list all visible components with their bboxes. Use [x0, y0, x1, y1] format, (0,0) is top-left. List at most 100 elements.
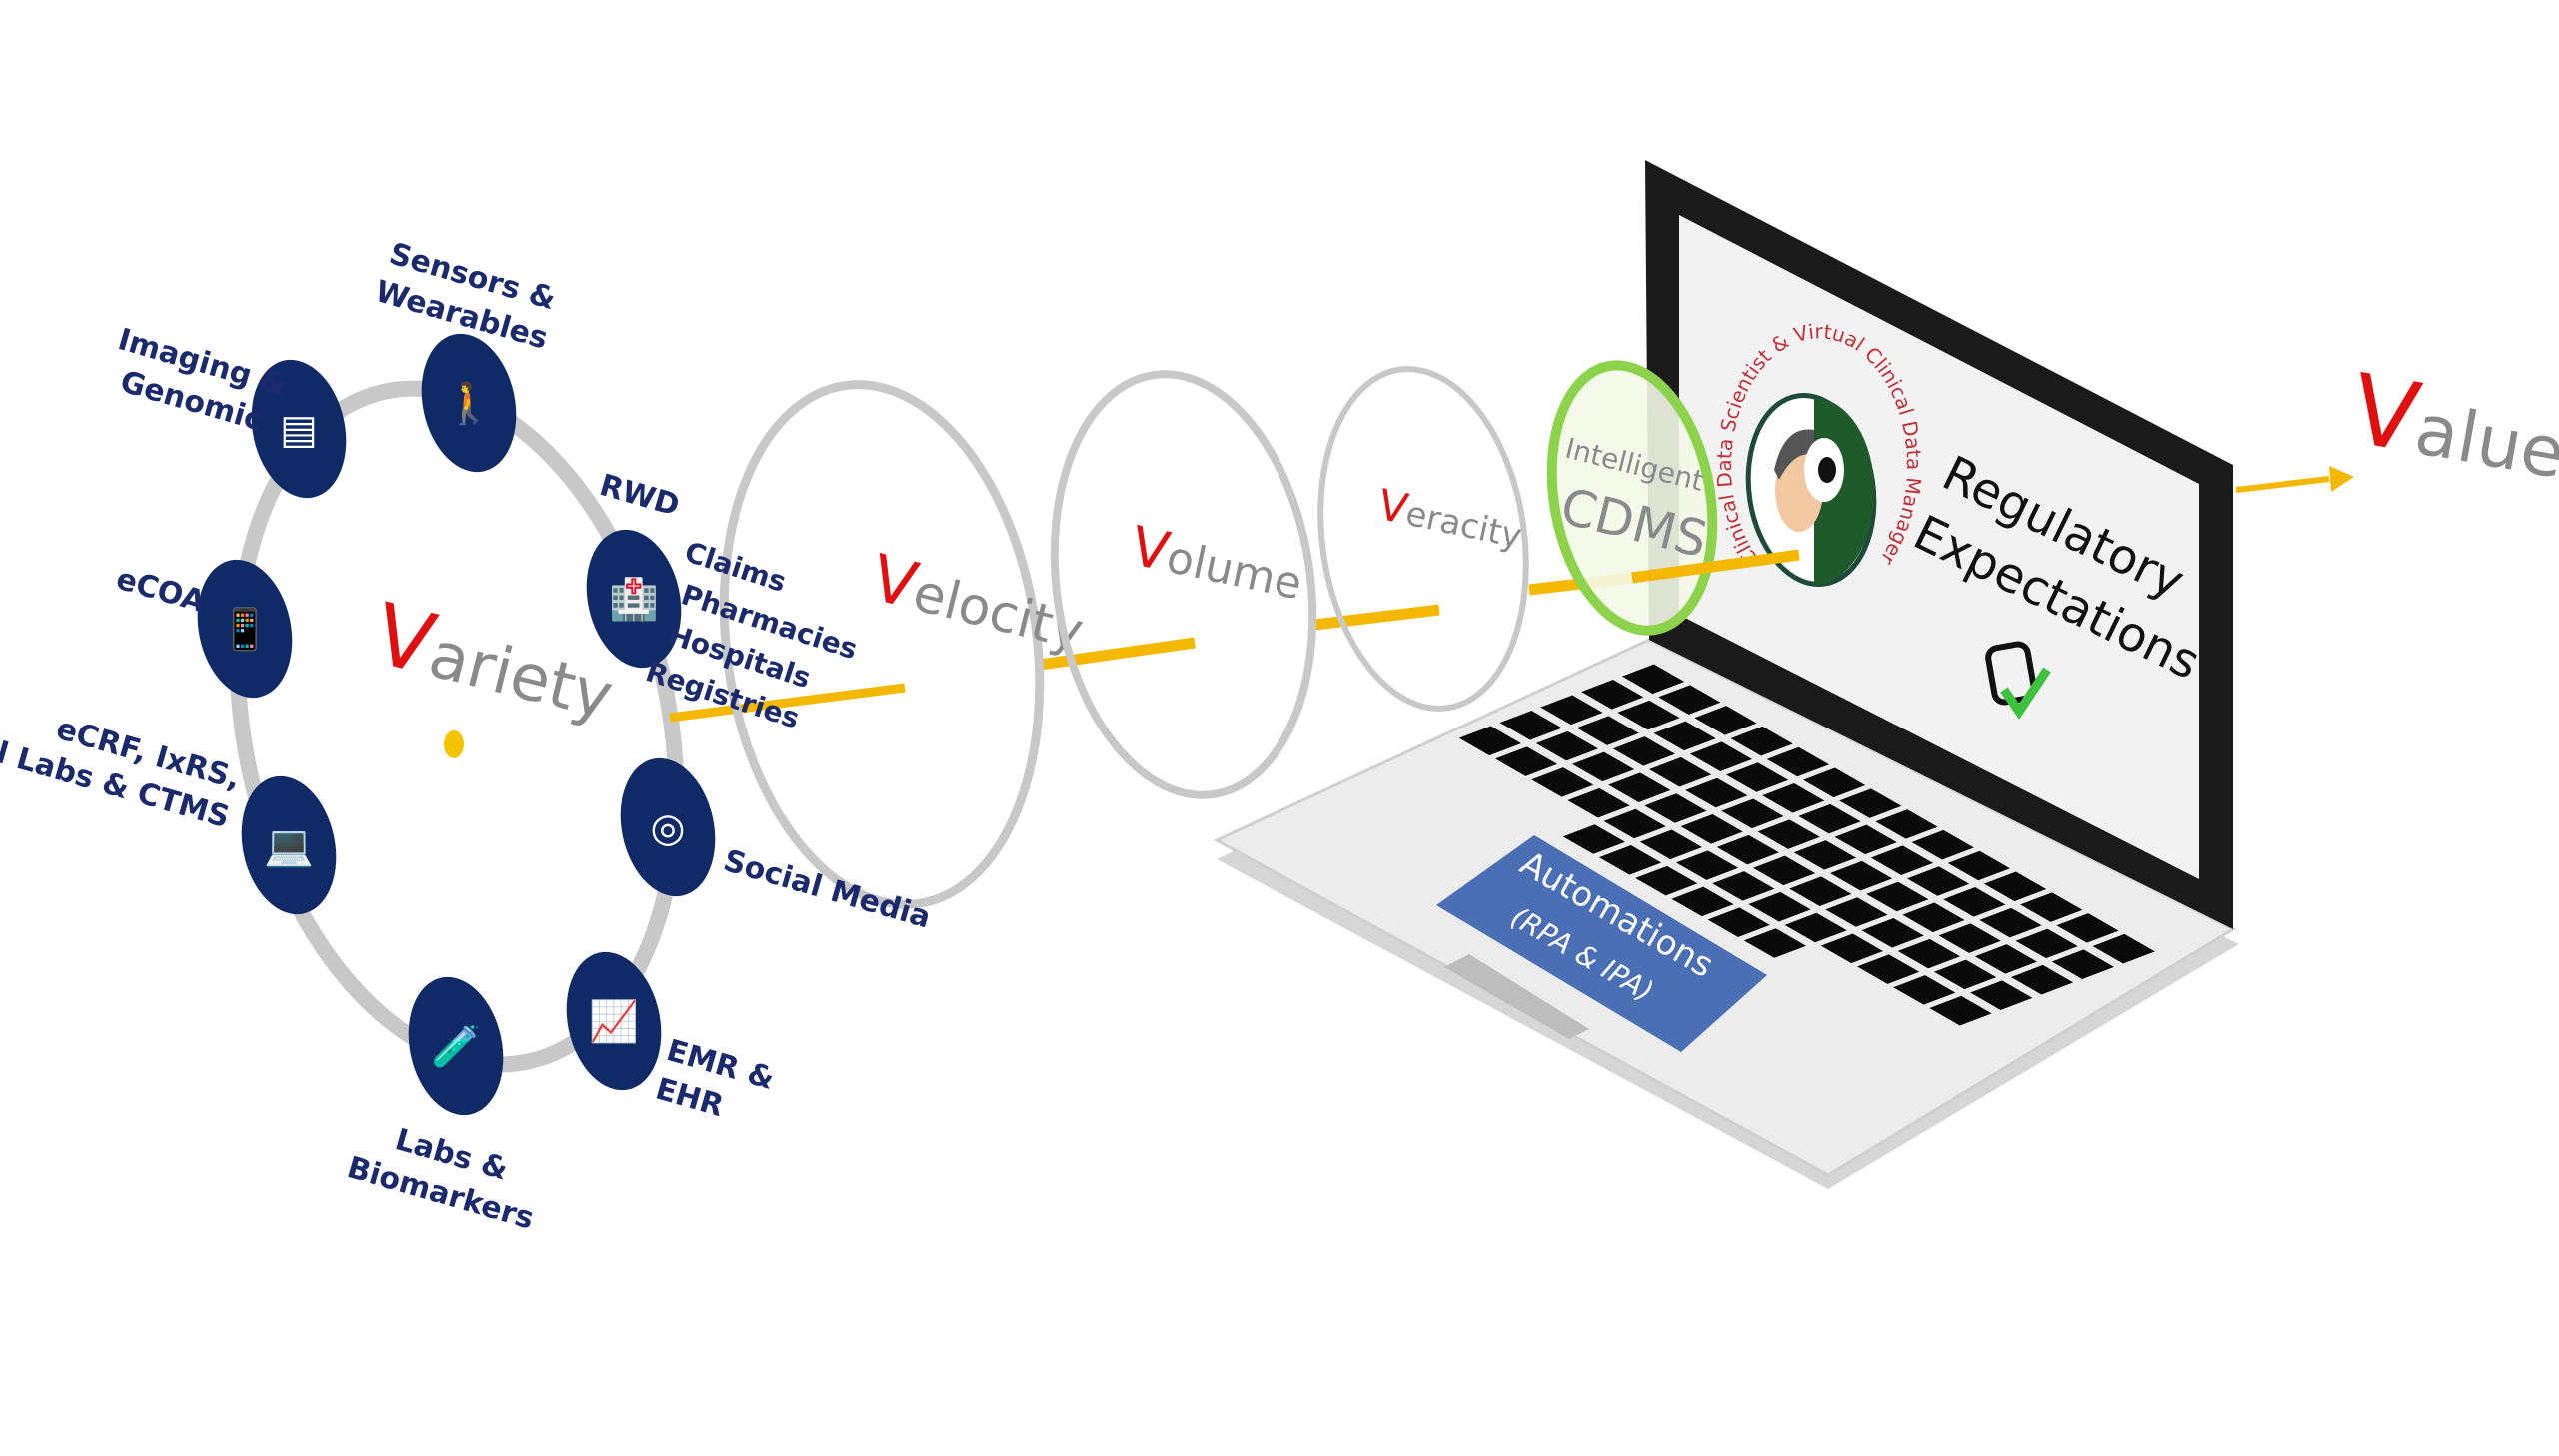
- keyboard-key: [1906, 866, 1970, 896]
- keyboard-key: [1581, 680, 1644, 710]
- source-label: RWD: [596, 468, 684, 524]
- data-flow-line: [1313, 604, 1440, 631]
- keyboard-key: [1820, 933, 1884, 964]
- keyboard-key: [1499, 711, 1562, 740]
- keyboard-key: [2015, 928, 2078, 959]
- keyboard-key: [1598, 845, 1662, 875]
- source-circle: [197, 559, 293, 699]
- value-arrow: [2235, 476, 2330, 493]
- source-label: eCOA: [112, 562, 209, 621]
- avatar-hair: [1774, 429, 1814, 480]
- source-circle: [408, 976, 504, 1116]
- veracity-ring: [1317, 366, 1529, 712]
- keyboard-key: [1617, 700, 1680, 730]
- wearable-body-icon: 🚶: [444, 380, 494, 427]
- keyboard-key: [1567, 787, 1630, 818]
- source-label-group: eCRF, IxRS,Local Labs & CTMS: [0, 712, 244, 835]
- veracity-label: Veracity: [1374, 480, 1527, 558]
- keyboard-key: [1798, 803, 1861, 834]
- keyboard-key: [1712, 871, 1775, 901]
- keyboard-key: [1721, 798, 1784, 829]
- trackpad-edge: [1444, 954, 1589, 1039]
- keyboard-key: [1875, 809, 1938, 839]
- source-label: Social Media: [720, 843, 935, 935]
- keyboard-key: [1789, 876, 1852, 906]
- keyboard-key: [1653, 721, 1716, 751]
- keyboard-key: [1680, 814, 1743, 844]
- keyboard-key: [1766, 746, 1830, 777]
- data-flow-line: [669, 683, 906, 723]
- keyboard-key: [1983, 871, 2047, 902]
- value-label: Value!: [2343, 353, 2559, 509]
- keyboard-key: [1716, 834, 1780, 865]
- volume-ring: [1050, 370, 1317, 799]
- keyboard-key: [2092, 933, 2155, 964]
- keyboard-key: [1825, 897, 1888, 927]
- source-circle: [251, 359, 347, 499]
- keyboard-key: [1576, 716, 1639, 745]
- keyboard: [1458, 664, 2155, 1026]
- keyboard-key: [1856, 954, 1920, 984]
- source-circle: [620, 757, 716, 897]
- keyboard-key: [1531, 767, 1594, 797]
- keyboard-key: [1671, 886, 1734, 917]
- source-circle: [566, 951, 662, 1091]
- source-label-group: EMR &EHR: [652, 1033, 778, 1124]
- keyboard-key: [1571, 751, 1635, 782]
- keyboard-key: [1689, 741, 1753, 771]
- keyboard-key: [2010, 964, 2074, 995]
- keyboard-key: [1861, 918, 1924, 948]
- variety-label: Variety: [365, 585, 625, 738]
- keyboard-key: [1947, 850, 2011, 881]
- keyboard-key: [1707, 907, 1770, 937]
- keyboard-key: [1866, 881, 1929, 912]
- keyboard-key: [1748, 891, 1811, 922]
- cdms-ring: [1546, 360, 1718, 636]
- keyboard-key: [1870, 845, 1934, 875]
- keyboard-key: [1675, 850, 1739, 880]
- keyboard-key: [1648, 756, 1712, 787]
- keyboard-key: [1743, 928, 1807, 958]
- keyboard-key: [1902, 902, 1965, 933]
- laptop-screen: [1679, 215, 2199, 879]
- mobile-chart-icon: 📱: [220, 606, 270, 653]
- source-node: ▤Imaging &Genomic: [114, 322, 347, 499]
- social-network-icon: ◎: [651, 805, 686, 851]
- source-node: 🏥 RWD: [586, 468, 684, 669]
- data-flow-line: [1039, 637, 1196, 671]
- source-node: 📱eCOA: [112, 559, 293, 699]
- keyboard-key: [1762, 783, 1825, 813]
- keyboard-key: [1933, 959, 1997, 990]
- keyboard-key: [2020, 892, 2083, 922]
- hospital-icon: 🏥: [609, 576, 659, 623]
- source-label-group: eCOA: [112, 562, 209, 621]
- source-circle: [421, 333, 517, 473]
- test-tubes-icon: 🧪: [431, 1024, 481, 1070]
- keyboard-key: [1608, 772, 1671, 802]
- source-label-group: RWD: [596, 468, 684, 524]
- source-node: 📈EMR &EHR: [566, 951, 778, 1124]
- checkbox-icon: [1985, 641, 2051, 721]
- keyboard-key: [1635, 865, 1698, 896]
- keyboard-key: [1685, 777, 1748, 808]
- keyboard-key: [1644, 793, 1707, 823]
- imaging-document-icon: ▤: [280, 407, 318, 453]
- keyboard-key: [1658, 685, 1721, 715]
- keyboard-key: [1694, 706, 1757, 735]
- variety-ring: [229, 380, 685, 1073]
- keyboard-key: [1911, 829, 1974, 860]
- keyboard-key: [2051, 949, 2115, 979]
- keyboard-key: [1834, 824, 1897, 855]
- keyboard-key: [1979, 907, 2042, 938]
- keyboard-key: [1929, 995, 1992, 1026]
- keyboard-key: [1725, 762, 1789, 792]
- source-label-group: Social Media: [720, 843, 935, 935]
- keyboard-key: [1897, 938, 1961, 969]
- source-label-group: Labs &Biomarkers: [343, 1122, 537, 1236]
- volume-label: Volume: [1126, 514, 1308, 612]
- keyboard-key: [1839, 788, 1902, 818]
- keyboard-key: [1458, 726, 1522, 756]
- keyboard-key: [1784, 912, 1847, 943]
- data-flow-line: [1631, 549, 1800, 584]
